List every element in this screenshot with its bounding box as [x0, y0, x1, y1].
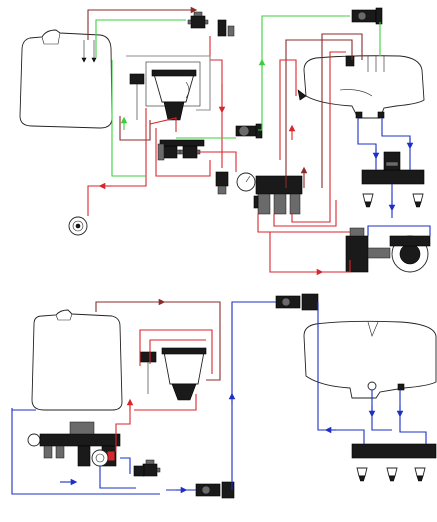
- coupling-bottom-low: [195, 481, 235, 499]
- coupling-bottom-top: [275, 293, 319, 311]
- diaphragm-pump-top: [345, 227, 431, 273]
- nozzle-group-top: [361, 151, 425, 208]
- diagram-bottom: [11, 293, 437, 499]
- inline-valve-bottom: [133, 459, 161, 477]
- filter-bowl-bottom: [139, 347, 207, 401]
- control-unit-top: [236, 172, 303, 215]
- pump-coupling-top: [235, 123, 263, 139]
- clean-water-tank-bottom: [31, 309, 123, 411]
- rinse-nozzle-top: [68, 216, 88, 236]
- valve-assembly-top-mid: [157, 139, 205, 161]
- nozzle-group-bottom: [351, 443, 437, 482]
- main-tank-bottom: [303, 320, 437, 399]
- valve-assembly-top-upper: [187, 11, 235, 37]
- clean-water-tank-top: [19, 29, 113, 129]
- inline-gauge-bottom: [91, 449, 109, 467]
- small-valve-top: [215, 171, 229, 195]
- coupling-top-right: [351, 7, 383, 25]
- filter-bowl-top: [129, 61, 201, 121]
- diagram-top: [19, 6, 431, 276]
- main-tank-top: [297, 55, 425, 119]
